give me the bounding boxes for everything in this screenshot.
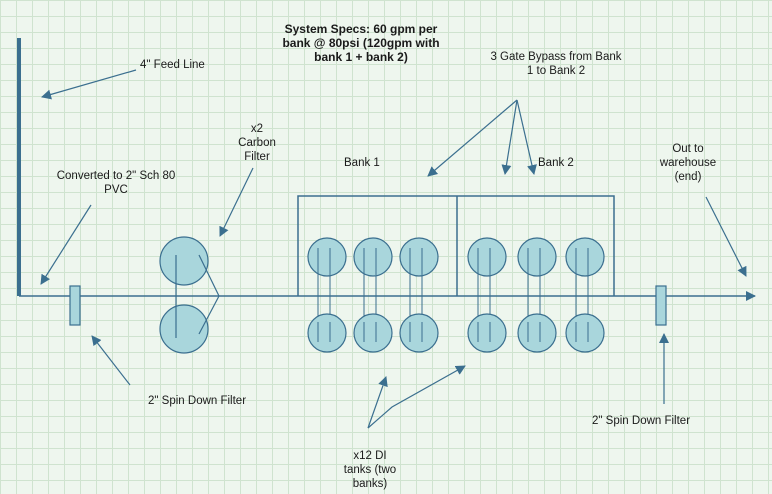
arrow-carbon [219,167,254,237]
di-tank-pair [307,237,347,353]
arrow-out [705,196,747,277]
di-tank [353,237,393,277]
di-tank [565,313,605,353]
carbon-filter-bottom [159,304,209,354]
di-tank [517,313,557,353]
arrow-bypass-c [516,99,537,175]
out-to-warehouse-label: Out to warehouse (end) [659,143,717,183]
carbon-filter-crossover [198,254,220,335]
feed-line-pipe [17,38,21,296]
di-tank-pair [467,237,507,353]
di-tank [399,313,439,353]
spin-down-filter-left [69,285,81,326]
arrow-spin-left [91,335,131,386]
di-tank [399,237,439,277]
carbon-filter-label: x2 Carbon Filter [238,123,276,163]
di-tank [517,237,557,277]
di-tank [307,237,347,277]
arrow-converted [40,204,92,285]
di-tanks-label: x12 DI tanks (two banks) [343,450,397,490]
converted-label: Converted to 2" Sch 80 PVC [56,170,176,196]
di-tank [467,237,507,277]
arrow-bypass-b [501,99,518,175]
di-tank [467,313,507,353]
spin-down-left-label: 2" Spin Down Filter [148,395,247,407]
carbon-filter-group [159,236,220,354]
di-tank [565,237,605,277]
arrow-feed-line [41,69,137,100]
bypass-label: 3 Gate Bypass from Bank 1 to Bank 2 [490,51,622,77]
di-tank-pair [565,237,605,353]
spin-down-right-label: 2" Spin Down Filter [592,415,691,427]
feed-line-label: 4" Feed Line [140,59,205,71]
di-tank [353,313,393,353]
di-tanks [307,237,605,353]
annotation-arrows [40,69,747,429]
bank-enclosure [297,195,615,296]
arrow-di-tanks-b [367,376,388,429]
arrow-bypass-a [427,99,518,177]
bank-2-label: Bank 2 [538,157,574,169]
arrow-di-tanks [367,365,466,429]
carbon-filter-top [159,236,209,286]
di-tank [307,313,347,353]
system-specs-label: System Specs: 60 gpm per bank @ 80psi (1… [282,22,440,64]
spin-down-filter-right [655,285,667,326]
bank-1-label: Bank 1 [344,157,380,169]
di-tank-pair [517,237,557,353]
di-tank-pair [399,237,439,353]
di-tank-pair [353,237,393,353]
